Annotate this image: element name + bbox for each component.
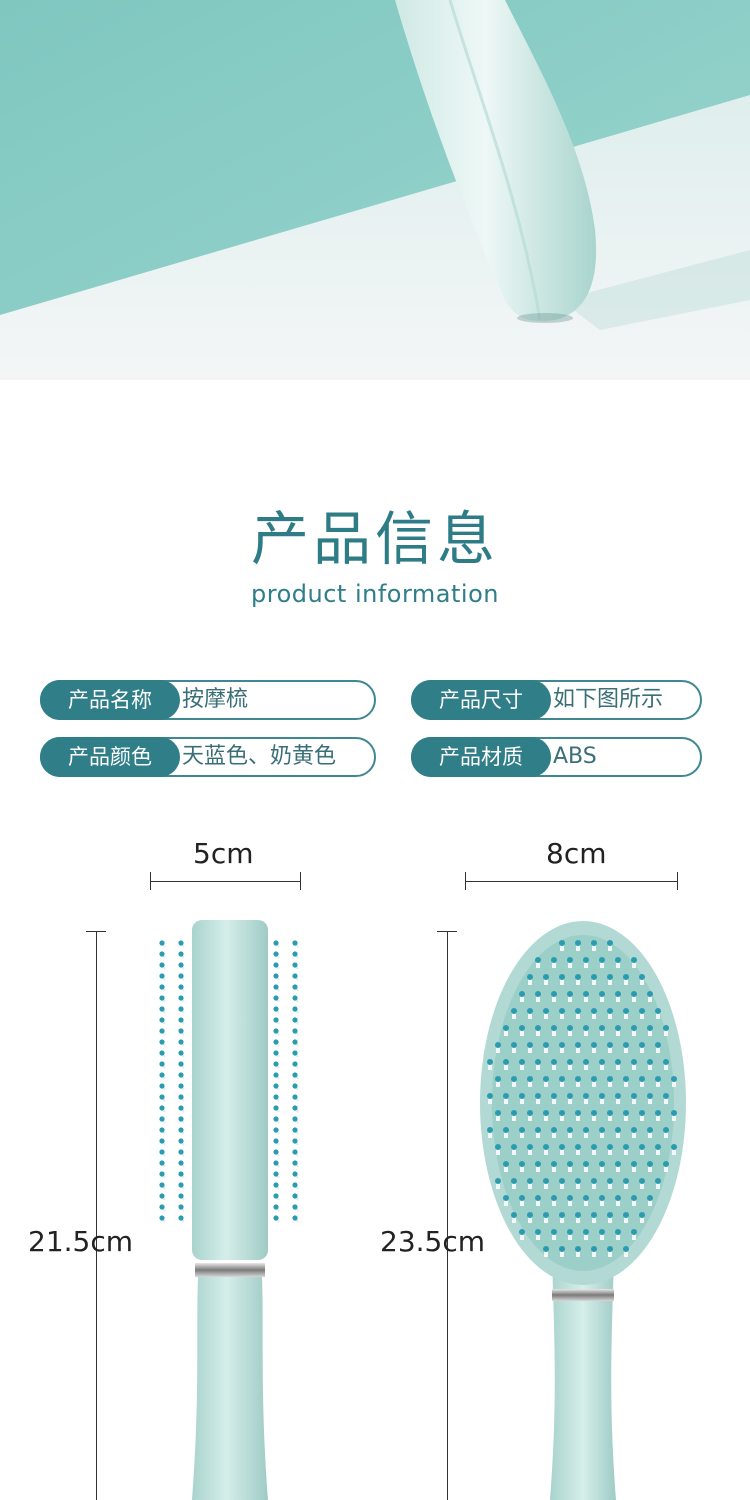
paddle-brush-length-line: [447, 931, 448, 1500]
paddle-brush-length-label: 23.5cm: [380, 1225, 486, 1258]
paddle-brush-ring: [552, 1289, 614, 1301]
spec-value: 如下图所示: [553, 687, 664, 712]
hero-photo-art: [0, 0, 750, 380]
paddle-brush-width-tick-right: [677, 872, 678, 890]
round-brush-length-line: [96, 931, 97, 1500]
spec-label: 产品颜色: [40, 737, 180, 777]
round-brush-width-line: [150, 881, 301, 882]
round-brush-width-tick-right: [300, 872, 301, 890]
round-brush-barrel: [192, 920, 268, 1260]
spec-label: 产品名称: [40, 680, 180, 720]
paddle-brush-handle: [550, 1255, 616, 1500]
spec-row-material: 产品材质 ABS: [411, 737, 702, 777]
paddle-brush-width-tick-left: [465, 872, 466, 890]
section-title: 产品信息: [250, 505, 499, 573]
round-brush-handle: [192, 1277, 268, 1500]
spec-row-color: 产品颜色 天蓝色、奶黄色: [40, 737, 376, 777]
section-subtitle: product information: [251, 580, 499, 608]
round-brush-width-label: 5cm: [193, 837, 254, 870]
spec-value: 天蓝色、奶黄色: [182, 744, 337, 769]
round-brush-width-tick-left: [150, 872, 151, 890]
paddle-brush-bristles: [487, 940, 677, 1257]
round-brush-ring: [195, 1263, 265, 1277]
spec-row-name: 产品名称 按摩梳: [40, 680, 376, 720]
paddle-brush-width-line: [465, 881, 678, 882]
spec-value: 按摩梳: [182, 687, 249, 712]
round-brush-length-tick-top: [86, 931, 106, 932]
paddle-brush-image: [480, 921, 686, 1500]
paddle-brush-length-tick-top: [437, 931, 457, 932]
spec-label: 产品尺寸: [411, 680, 551, 720]
spec-row-size: 产品尺寸 如下图所示: [411, 680, 702, 720]
paddle-brush-width-label: 8cm: [546, 837, 607, 870]
spec-value: ABS: [553, 744, 597, 769]
hero-product-photo: [0, 0, 750, 380]
round-brush-length-label: 21.5cm: [28, 1225, 134, 1258]
round-brush-image: [159, 920, 299, 1500]
paddle-brush-cushion: [492, 935, 674, 1271]
spec-label: 产品材质: [411, 737, 551, 777]
